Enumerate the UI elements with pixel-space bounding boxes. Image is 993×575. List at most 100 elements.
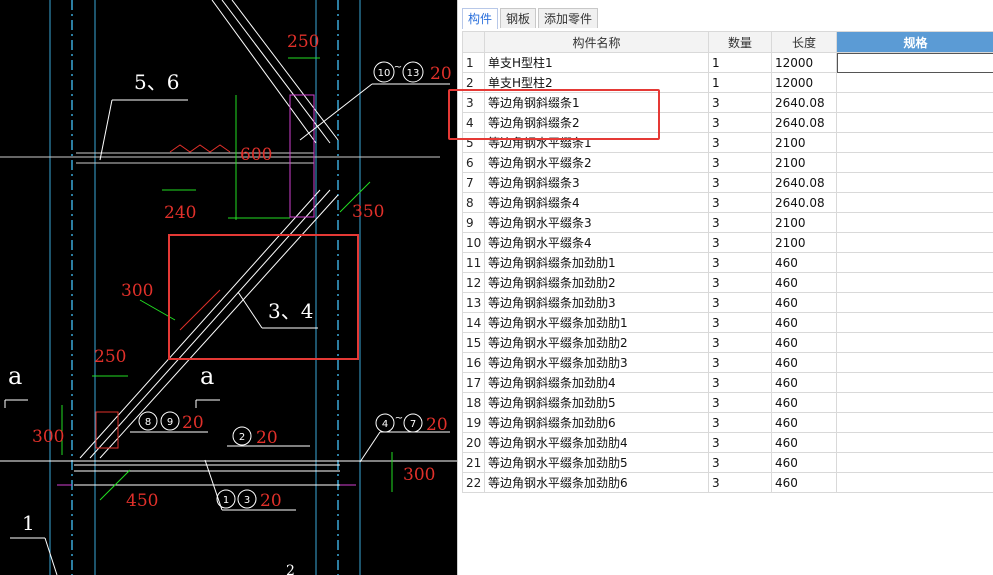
row-index[interactable]: 21	[462, 452, 485, 473]
component-name[interactable]: 等边角钢斜缀条4	[484, 192, 709, 213]
row-index[interactable]: 5	[462, 132, 485, 153]
length-cell[interactable]: 460	[771, 432, 837, 453]
quantity-cell[interactable]: 3	[708, 252, 772, 273]
quantity-cell[interactable]: 3	[708, 352, 772, 373]
length-cell[interactable]: 460	[771, 332, 837, 353]
spec-cell[interactable]	[836, 252, 993, 273]
quantity-cell[interactable]: 3	[708, 152, 772, 173]
quantity-cell[interactable]: 3	[708, 212, 772, 233]
length-cell[interactable]: 460	[771, 292, 837, 313]
length-cell[interactable]: 460	[771, 312, 837, 333]
row-index[interactable]: 12	[462, 272, 485, 293]
quantity-cell[interactable]: 3	[708, 432, 772, 453]
component-name[interactable]: 等边角钢斜缀条加劲肋3	[484, 292, 709, 313]
row-index[interactable]: 22	[462, 472, 485, 493]
spec-cell[interactable]	[836, 272, 993, 293]
length-cell[interactable]: 460	[771, 392, 837, 413]
header-length[interactable]: 长度	[771, 31, 837, 53]
spec-cell[interactable]	[836, 192, 993, 213]
component-name[interactable]: 等边角钢水平缀条3	[484, 212, 709, 233]
component-name[interactable]: 等边角钢水平缀条4	[484, 232, 709, 253]
length-cell[interactable]: 12000	[771, 72, 837, 93]
row-index[interactable]: 15	[462, 332, 485, 353]
spec-cell[interactable]	[836, 352, 993, 373]
spec-cell[interactable]	[836, 292, 993, 313]
length-cell[interactable]: 12000	[771, 52, 837, 73]
spec-cell[interactable]	[836, 432, 993, 453]
length-cell[interactable]: 460	[771, 252, 837, 273]
component-name[interactable]: 等边角钢水平缀条2	[484, 152, 709, 173]
row-index[interactable]: 9	[462, 212, 485, 233]
spec-cell[interactable]	[836, 472, 993, 493]
row-index[interactable]: 2	[462, 72, 485, 93]
component-name[interactable]: 单支H型柱1	[484, 52, 709, 73]
spec-cell[interactable]	[836, 52, 993, 73]
component-name[interactable]: 等边角钢斜缀条1	[484, 92, 709, 113]
quantity-cell[interactable]: 3	[708, 392, 772, 413]
length-cell[interactable]: 2100	[771, 152, 837, 173]
spec-cell[interactable]	[836, 312, 993, 333]
component-name[interactable]: 等边角钢水平缀条加劲肋3	[484, 352, 709, 373]
quantity-cell[interactable]: 3	[708, 452, 772, 473]
spec-cell[interactable]	[836, 392, 993, 413]
component-name[interactable]: 单支H型柱2	[484, 72, 709, 93]
length-cell[interactable]: 2100	[771, 212, 837, 233]
spec-cell[interactable]	[836, 332, 993, 353]
row-index[interactable]: 13	[462, 292, 485, 313]
quantity-cell[interactable]: 3	[708, 312, 772, 333]
spec-cell[interactable]	[836, 172, 993, 193]
spec-cell[interactable]	[836, 132, 993, 153]
length-cell[interactable]: 2640.08	[771, 112, 837, 133]
row-index[interactable]: 6	[462, 152, 485, 173]
tab-components[interactable]: 构件	[462, 8, 499, 29]
length-cell[interactable]: 2640.08	[771, 172, 837, 193]
spec-cell[interactable]	[836, 232, 993, 253]
component-name[interactable]: 等边角钢水平缀条加劲肋6	[484, 472, 709, 493]
spec-cell[interactable]	[836, 212, 993, 233]
quantity-cell[interactable]: 1	[708, 52, 772, 73]
row-index[interactable]: 3	[462, 92, 485, 113]
quantity-cell[interactable]: 3	[708, 132, 772, 153]
length-cell[interactable]: 2640.08	[771, 192, 837, 213]
row-index[interactable]: 8	[462, 192, 485, 213]
quantity-cell[interactable]: 3	[708, 112, 772, 133]
row-index[interactable]: 14	[462, 312, 485, 333]
cad-viewport[interactable]: 5、6 3、4 1 a a 2 10 ~ 13 8 9 2 1 3 4 ~ 7 …	[0, 0, 457, 575]
length-cell[interactable]: 2100	[771, 232, 837, 253]
header-quantity[interactable]: 数量	[708, 31, 772, 53]
length-cell[interactable]: 2640.08	[771, 92, 837, 113]
quantity-cell[interactable]: 3	[708, 272, 772, 293]
row-index[interactable]: 10	[462, 232, 485, 253]
quantity-cell[interactable]: 3	[708, 332, 772, 353]
component-name[interactable]: 等边角钢斜缀条3	[484, 172, 709, 193]
quantity-cell[interactable]: 3	[708, 172, 772, 193]
spec-cell[interactable]	[836, 412, 993, 433]
spec-cell[interactable]	[836, 72, 993, 93]
component-name[interactable]: 等边角钢斜缀条加劲肋5	[484, 392, 709, 413]
spec-cell[interactable]	[836, 92, 993, 113]
quantity-cell[interactable]: 3	[708, 412, 772, 433]
component-name[interactable]: 等边角钢水平缀条加劲肋4	[484, 432, 709, 453]
length-cell[interactable]: 460	[771, 452, 837, 473]
length-cell[interactable]: 460	[771, 472, 837, 493]
component-name[interactable]: 等边角钢斜缀条加劲肋4	[484, 372, 709, 393]
row-index[interactable]: 11	[462, 252, 485, 273]
